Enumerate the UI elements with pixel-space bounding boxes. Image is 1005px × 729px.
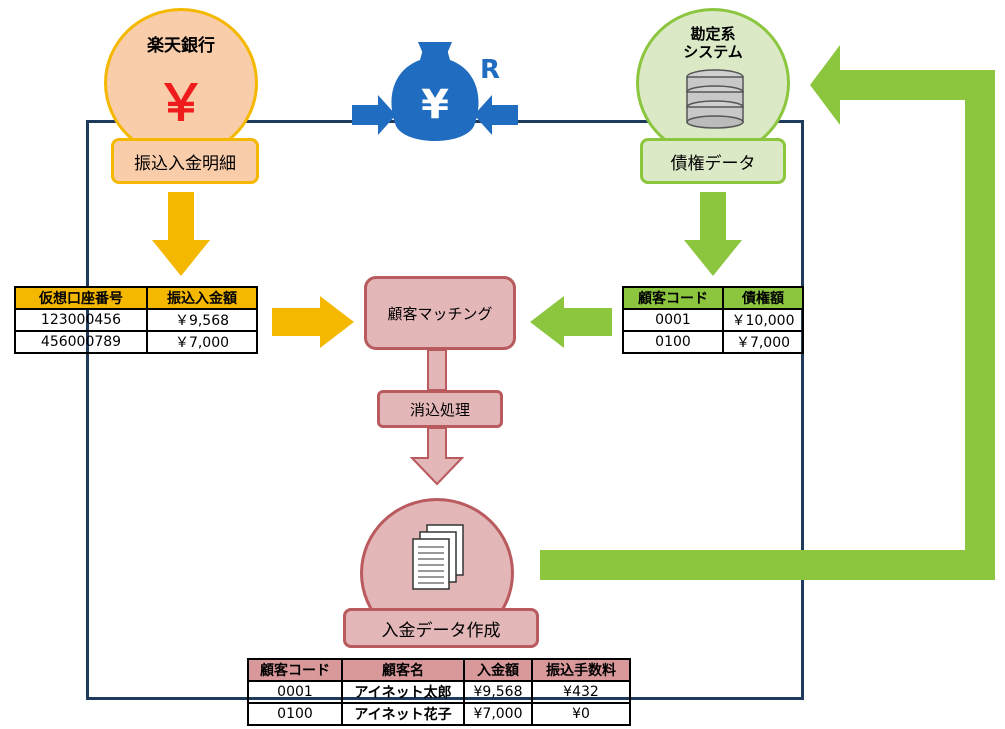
result-code: 0001 — [247, 680, 343, 704]
documents-icon — [412, 524, 464, 590]
feedback-arrow — [540, 45, 995, 580]
logo-letter: R — [480, 55, 500, 85]
customer-matching-box: 顧客マッチング — [364, 276, 516, 350]
result-header-amount: 入金額 — [463, 658, 533, 682]
accounting-title-line1: 勘定系 — [690, 25, 736, 43]
yen-icon: ￥ — [156, 74, 206, 132]
deposit-amount: ￥9,568 — [146, 308, 258, 332]
result-table-header: 顧客コード 顧客名 入金額 振込手数料 — [247, 658, 631, 682]
receivable-to-matching-arrow — [530, 296, 612, 348]
result-fee: ¥432 — [531, 680, 631, 704]
result-header-name: 顧客名 — [341, 658, 465, 682]
result-table: 顧客コード 顧客名 入金額 振込手数料 0001 アイネット太郎 ¥9,568 … — [247, 658, 631, 726]
matching-down-arrow — [427, 349, 447, 391]
receivable-table: 顧客コード 債権額 0001 ￥10,000 0100 ￥7,000 — [622, 286, 804, 354]
receivable-code: 0100 — [622, 330, 724, 354]
table-row: 456000789 ￥7,000 — [14, 330, 258, 354]
result-header-fee: 振込手数料 — [531, 658, 631, 682]
bank-circle: 楽天銀行 ￥ — [104, 8, 258, 158]
result-code: 0100 — [247, 702, 343, 726]
table-row: 0001 ￥10,000 — [622, 308, 804, 332]
receivable-amount: ￥10,000 — [722, 308, 804, 332]
accounting-label: 債権データ — [640, 138, 786, 184]
deposit-header-account: 仮想口座番号 — [14, 286, 148, 310]
reconcile-box: 消込処理 — [377, 390, 503, 428]
deposit-table-header: 仮想口座番号 振込入金額 — [14, 286, 258, 310]
table-row: 0100 ￥7,000 — [622, 330, 804, 354]
result-name: アイネット花子 — [341, 702, 465, 726]
receivable-code: 0001 — [622, 308, 724, 332]
accounting-title-line2: システム — [683, 43, 743, 61]
deposit-amount: ￥7,000 — [146, 330, 258, 354]
result-fee: ¥0 — [531, 702, 631, 726]
receivable-amount: ￥7,000 — [722, 330, 804, 354]
accounting-down-arrow — [684, 192, 742, 276]
deposit-account: 123000456 — [14, 308, 148, 332]
money-bag-logo — [352, 42, 518, 141]
table-row: 123000456 ￥9,568 — [14, 308, 258, 332]
deposit-table: 仮想口座番号 振込入金額 123000456 ￥9,568 456000789 … — [14, 286, 258, 354]
receivable-header-code: 顧客コード — [622, 286, 724, 310]
receivable-table-header: 顧客コード 債権額 — [622, 286, 804, 310]
bank-down-arrow — [152, 192, 210, 276]
table-row: 0001 アイネット太郎 ¥9,568 ¥432 — [247, 680, 631, 704]
logo-yen-symbol: ¥ — [421, 82, 449, 128]
table-row: 0100 アイネット花子 ¥7,000 ¥0 — [247, 702, 631, 726]
create-payment-data-box: 入金データ作成 — [343, 608, 539, 648]
result-amount: ¥7,000 — [463, 702, 533, 726]
bank-label: 振込入金明細 — [111, 138, 259, 184]
database-icon — [686, 69, 744, 129]
deposit-to-matching-arrow — [272, 296, 354, 348]
receivable-header-amount: 債権額 — [722, 286, 804, 310]
reconcile-down-arrow — [409, 427, 465, 486]
result-header-code: 顧客コード — [247, 658, 343, 682]
deposit-account: 456000789 — [14, 330, 148, 354]
deposit-header-amount: 振込入金額 — [146, 286, 258, 310]
accounting-circle: 勘定系 システム — [636, 8, 790, 158]
result-name: アイネット太郎 — [341, 680, 465, 704]
result-amount: ¥9,568 — [463, 680, 533, 704]
bank-title: 楽天銀行 — [147, 36, 215, 56]
